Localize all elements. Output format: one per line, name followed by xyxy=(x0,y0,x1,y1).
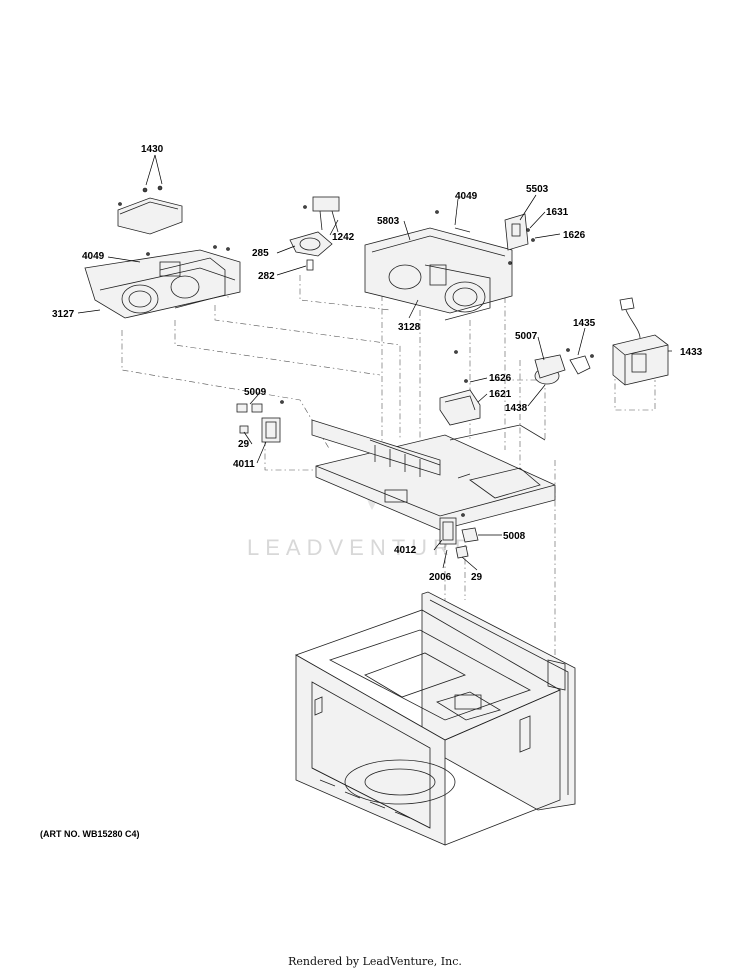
callout-5009: 5009 xyxy=(244,387,267,398)
callout-5803: 5803 xyxy=(377,216,400,227)
callout-29-right: 29 xyxy=(471,572,483,583)
callout-5008: 5008 xyxy=(503,531,526,542)
footer-credit: Rendered by LeadVenture, Inc. xyxy=(288,955,462,968)
blower-assembly-left xyxy=(84,185,241,319)
interlock-switch-left xyxy=(236,400,284,443)
watermark-text: LEADVENTURE xyxy=(247,535,476,560)
callout-4049-center: 4049 xyxy=(455,191,478,202)
callout-1438: 1438 xyxy=(505,403,528,414)
leader-lines xyxy=(77,154,672,571)
construction-lines xyxy=(121,260,656,700)
oven-cavity xyxy=(295,591,576,846)
callout-1242: 1242 xyxy=(332,232,355,243)
callout-5503: 5503 xyxy=(526,184,549,195)
callouts: 1430 4049 3127 285 1242 282 4049 5503 58… xyxy=(52,144,703,583)
callout-4049-left: 4049 xyxy=(82,251,105,262)
interlock-switch-right xyxy=(439,513,479,559)
mount-bracket xyxy=(439,350,481,426)
fan-motor xyxy=(534,348,594,385)
transformer xyxy=(612,297,669,386)
art-number-note: (ART NO. WB15280 C4) xyxy=(40,829,140,839)
callout-4012: 4012 xyxy=(394,545,417,556)
callout-4011: 4011 xyxy=(233,459,255,470)
callout-1433: 1433 xyxy=(680,347,703,358)
callout-29-left: 29 xyxy=(238,439,250,450)
callout-5007: 5007 xyxy=(515,331,538,342)
callout-1626-lower: 1626 xyxy=(489,373,512,384)
callout-1631: 1631 xyxy=(546,207,569,218)
callout-282: 282 xyxy=(258,271,275,282)
callout-3127: 3127 xyxy=(52,309,75,320)
blower-assembly-center xyxy=(364,210,535,321)
callout-285: 285 xyxy=(252,248,269,259)
callout-1430: 1430 xyxy=(141,144,164,155)
chassis-top-plate xyxy=(311,419,556,531)
callout-3128: 3128 xyxy=(398,322,421,333)
callout-1621: 1621 xyxy=(489,389,512,400)
callout-2006: 2006 xyxy=(429,572,452,583)
callout-1435: 1435 xyxy=(573,318,596,329)
lamp-assembly xyxy=(289,196,340,271)
callout-1626-upper: 1626 xyxy=(563,230,586,241)
